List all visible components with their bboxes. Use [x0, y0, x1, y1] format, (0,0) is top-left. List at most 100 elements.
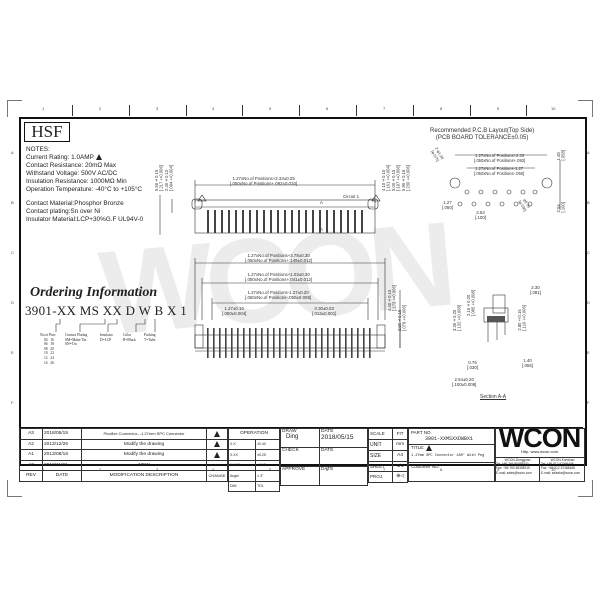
revision-row: A3 2018/05/15 Picoflex Connector---1.27m…	[19, 428, 228, 440]
ruler-right-row-e: E	[587, 350, 590, 355]
legend-insulator: Insulator D=LCP	[100, 333, 113, 342]
ruler-col-10: 10	[551, 106, 556, 111]
front-dim-1: 1.27xNo.of Positions+3.78±0.30[.050xNo.o…	[245, 253, 313, 263]
ruler-col-2: 2	[99, 106, 102, 111]
section-height-3: 2.80±0.15[.110±0.006]	[517, 305, 527, 331]
note-operation-temperature: Operation Temperature: -40°C to +105°C	[26, 186, 143, 193]
note-insulation-resistance: Insulation Resistance: 1000MΩ Min	[26, 178, 127, 185]
top-view-drawing	[159, 180, 381, 235]
part-no: 3901-XXMSXXDWBX1	[425, 436, 474, 442]
ordering-code: 3901-XX MS XX D W B X 1	[25, 303, 188, 318]
revision-row: A2 2013/12/26 Modify the drawing	[19, 438, 228, 450]
pcb-layout-subtitle: (PCB BOARD TOLERANCE±0.05)	[435, 135, 529, 141]
legend-no-of-pins: No.of Pins 04 16 06 18 08 20 10 22 12 24…	[40, 333, 56, 365]
change-triangle-icon	[214, 441, 220, 448]
approve-label: APPROVE	[280, 466, 320, 486]
pcb-dim-b: 1.27xNo.of Positions-1.27[.050xNo.of Pos…	[474, 166, 525, 176]
front-pin-width-dim: 0.30±0.03[.012±0.001]	[312, 306, 337, 316]
legend-contact-plating: Contact Plating SM=Matte Tin SN=Tin	[65, 333, 88, 347]
pcb-layout-drawing	[449, 154, 561, 210]
top-left-height-1: 5.50±0.15[.217±0.006]	[154, 165, 164, 191]
change-triangle-icon	[214, 451, 220, 458]
section-mark-a-top: A	[320, 200, 323, 205]
note-insulator-material: Insulator Material:LCP+30%G.F UL94V-0	[26, 216, 144, 223]
revision-row: A0 2012/11/01 NEW —	[19, 459, 228, 471]
note-current-rating: Current Rating: 1.0AMP	[26, 154, 94, 161]
ruler-col-1: 1	[42, 106, 45, 111]
ruler-bottom-col-10: 10	[551, 467, 556, 472]
front-height-2: 2.00±0.15[.079±0.006]	[397, 305, 407, 331]
draw-name: Ding	[286, 434, 299, 440]
date-label: DATE	[321, 429, 334, 434]
ruler-right-row-f: F	[587, 400, 590, 405]
hsf-badge: HSF	[24, 122, 70, 142]
check-label: CHECK	[280, 447, 320, 467]
revision-header: REV DATE MODIFICATION DESCRIPTION CHANGE	[19, 470, 228, 482]
ruler-row-e: E	[11, 350, 14, 355]
notes-block: NOTES: Current Rating: 1.0AMP Contact Re…	[26, 146, 143, 224]
note-contact-resistance: Contact Resistance: 20mΩ Max	[26, 162, 117, 169]
title-label: TITLE:	[411, 445, 432, 451]
corner-mark-br	[578, 480, 593, 497]
legend-packing: Packing T=Tube	[144, 333, 156, 342]
section-pin-dia: 0.76[.030]	[467, 360, 478, 370]
legend-pins-label: No.of Pins	[40, 333, 56, 337]
corner-mark-tl	[7, 100, 22, 117]
pcb-layout-title-block: Recommended P.C.B Layout(Top Side) (PCB …	[430, 128, 534, 142]
revision-triangle-icon	[95, 154, 102, 161]
section-mark-a-bottom: A	[320, 227, 323, 232]
ruler-col-4: 4	[212, 106, 215, 111]
company-url: Http: www.wcon.com	[520, 449, 559, 454]
top-dim-overall: 1.27xNo.of Positions+2.33±0.25 [.050xNo.…	[230, 176, 298, 186]
title-block-divider	[19, 427, 583, 428]
section-height-2: 2.15±0.20[.085±0.008]	[466, 290, 476, 316]
wcon-logo: WCON	[498, 423, 581, 453]
note-contact-material: Contact Material:Phosphor Bronze	[26, 200, 124, 207]
section-height-1: 3.35±0.20[.132±0.008]	[452, 305, 462, 331]
section-width-top: 2.30[.091]	[530, 285, 541, 295]
change-triangle-icon	[214, 430, 220, 437]
ruler-right-row-b: B	[587, 200, 590, 205]
ruler-row-a: A	[11, 150, 14, 155]
ruler-col-5: 5	[269, 106, 272, 111]
corner-mark-tr	[578, 100, 593, 117]
ruler-right-row-d: D	[587, 300, 590, 305]
revision-table: A3 2018/05/15 Picoflex Connector---1.27m…	[19, 428, 228, 482]
note-contact-plating: Contact plating:Sn over Ni	[26, 208, 101, 215]
ruler-col-9: 9	[497, 106, 500, 111]
tolerance-table: OPERATION X.X±0.40 X.XX±0.25 X.XXX±0.15 …	[227, 428, 280, 492]
section-lead: 1.40[.055]	[522, 358, 533, 368]
ruler-col-8: 8	[440, 106, 443, 111]
part-block: PART NO. 3901-XXMSXXDWBX1 TITLE: 1.27mm …	[408, 428, 496, 482]
top-right-height-1: 4.10±0.10[.161±0.004]	[381, 165, 391, 191]
ruler-bottom-col-8: 8	[440, 467, 443, 472]
pcb-pitch-dim: 1.27[.050]	[442, 200, 453, 210]
ordering-code-leaders	[55, 319, 156, 332]
pcb-layout-title: Recommended P.C.B Layout(Top Side)	[430, 128, 535, 134]
legend-color: Color B=Black	[123, 333, 136, 342]
ruler-row-f: F	[11, 400, 14, 405]
ruler-col-3: 3	[156, 106, 159, 111]
ruler-col-7: 7	[383, 106, 386, 111]
corner-mark-bl	[7, 480, 22, 497]
ruler-col-6: 6	[326, 106, 329, 111]
ruler-row-b: B	[11, 200, 14, 205]
ruler-row-d: D	[11, 300, 14, 305]
pcb-row-pitch-dim: 2.54[.100]	[475, 210, 486, 220]
pcb-right-v2: 2.54[.100]	[556, 202, 566, 213]
title-triangle-icon	[425, 445, 432, 451]
pcb-dim-a: 1.27xNo.of Positions+2.33[.050xNo.of Pos…	[474, 153, 526, 163]
office-dongguan: WCON-Dongguan Tel: +86 769 85358920 Fax:…	[496, 458, 532, 475]
section-aa-title: Section A-A	[480, 394, 507, 400]
ordering-title: Ordering Information	[30, 285, 158, 300]
part-title: 1.27mm SPC Connector 180° With Peg	[411, 454, 485, 458]
front-height-1: 4.40±0.15[.173±0.006]	[387, 285, 397, 311]
top-left-height-2: 2.40±0.10[.094±0.004]	[164, 165, 174, 191]
top-right-height-3: 5.85±0.15[.230±0.006]	[401, 165, 411, 191]
projection-symbol-icon: ⊕◁	[392, 471, 408, 483]
ruler-row-c: C	[11, 250, 14, 255]
section-row-spacing: 2.54±0.20[.100±0.008]	[452, 377, 477, 387]
pcb-right-v1: 1.48[.058]	[556, 150, 566, 161]
